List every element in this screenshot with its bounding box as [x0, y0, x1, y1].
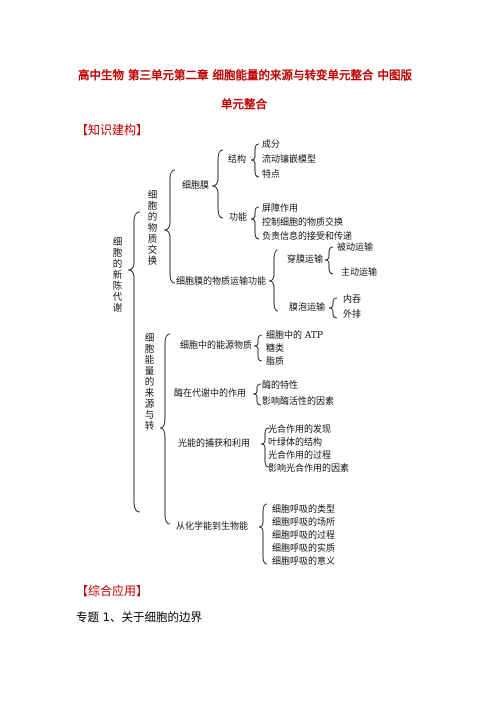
function-item: 屏障作用: [262, 204, 299, 214]
brace-structure: [250, 143, 260, 178]
chem-item: 细胞呼吸的过程: [272, 531, 336, 541]
node-membrane-transport: 细胞膜的物质运输功能: [176, 277, 267, 287]
transmembrane-item: 被动运输: [337, 243, 374, 253]
section-comprehensive-application: 【综合应用】: [76, 584, 149, 598]
light-item: 叶绿体的结构: [268, 438, 323, 448]
enzyme-item: 影响酶活性的因素: [262, 397, 335, 407]
node-branch-energy: 细胞能量的来源与转: [144, 333, 155, 432]
brace-branch2: [159, 333, 171, 525]
node-enzyme: 酶在代谢中的作用: [174, 389, 247, 399]
brace-chem: [258, 503, 268, 565]
topic-heading: 专题 1、关于细胞的边界: [76, 610, 202, 624]
document-title: 高中生物 第三单元第二章 细胞能量的来源与转变单元整合 中图版: [78, 68, 413, 82]
energy-item: 细胞中的 ATP: [266, 331, 323, 341]
brace-transmembrane: [324, 246, 334, 275]
document-subtitle: 单元整合: [221, 97, 267, 111]
light-item: 光合作用的发现: [268, 425, 332, 435]
energy-item: 糖类: [266, 344, 285, 354]
transmembrane-item: 主动运输: [341, 268, 378, 278]
node-function: 功能: [229, 213, 248, 223]
light-item: 影响光合作用的因素: [268, 464, 350, 474]
node-vesicle-transport: 膜泡运输: [289, 303, 326, 313]
brace-root: [127, 211, 141, 513]
brace-vesicle: [328, 297, 338, 319]
brace-membrane: [211, 149, 224, 219]
node-branch-material-exchange: 细胞的物质交换: [147, 190, 158, 267]
node-energy-source: 细胞中的能源物质: [180, 341, 253, 351]
node-cell-membrane: 细胞膜: [182, 181, 210, 191]
light-item: 光合作用的过程: [268, 451, 332, 461]
function-item: 控制细胞的物质交换: [262, 218, 344, 228]
enzyme-item: 酶的特性: [262, 381, 299, 391]
node-chemical-energy: 从化学能到生物能: [176, 522, 249, 532]
brace-energy-source: [253, 334, 263, 362]
structure-item: 成分: [262, 140, 281, 150]
structure-item: 特点: [262, 170, 281, 180]
brace-transport: [268, 249, 279, 312]
chem-item: 细胞呼吸的意义: [272, 557, 336, 567]
node-transmembrane-transport: 穿膜运输: [287, 255, 324, 265]
energy-item: 脂质: [266, 357, 285, 367]
brace-branch1: [163, 169, 176, 284]
node-root: 细胞的新陈代谢: [112, 237, 123, 314]
structure-item: 流动镶嵌模型: [262, 155, 317, 165]
brace-enzyme: [252, 383, 262, 406]
brace-function: [250, 206, 260, 240]
function-item: 负责信息的接受和传递: [262, 232, 353, 242]
chem-item: 细胞呼吸的实质: [272, 544, 336, 554]
node-structure: 结构: [228, 155, 247, 165]
chem-item: 细胞呼吸的类型: [272, 505, 336, 515]
node-light-energy: 光能的捕获和利用: [178, 439, 251, 449]
chem-item: 细胞呼吸的场所: [272, 518, 336, 528]
vesicle-item: 内吞: [343, 295, 362, 305]
brace-light: [260, 427, 270, 468]
section-knowledge-construction: 【知识建构】: [76, 123, 149, 137]
vesicle-item: 外排: [343, 310, 362, 320]
